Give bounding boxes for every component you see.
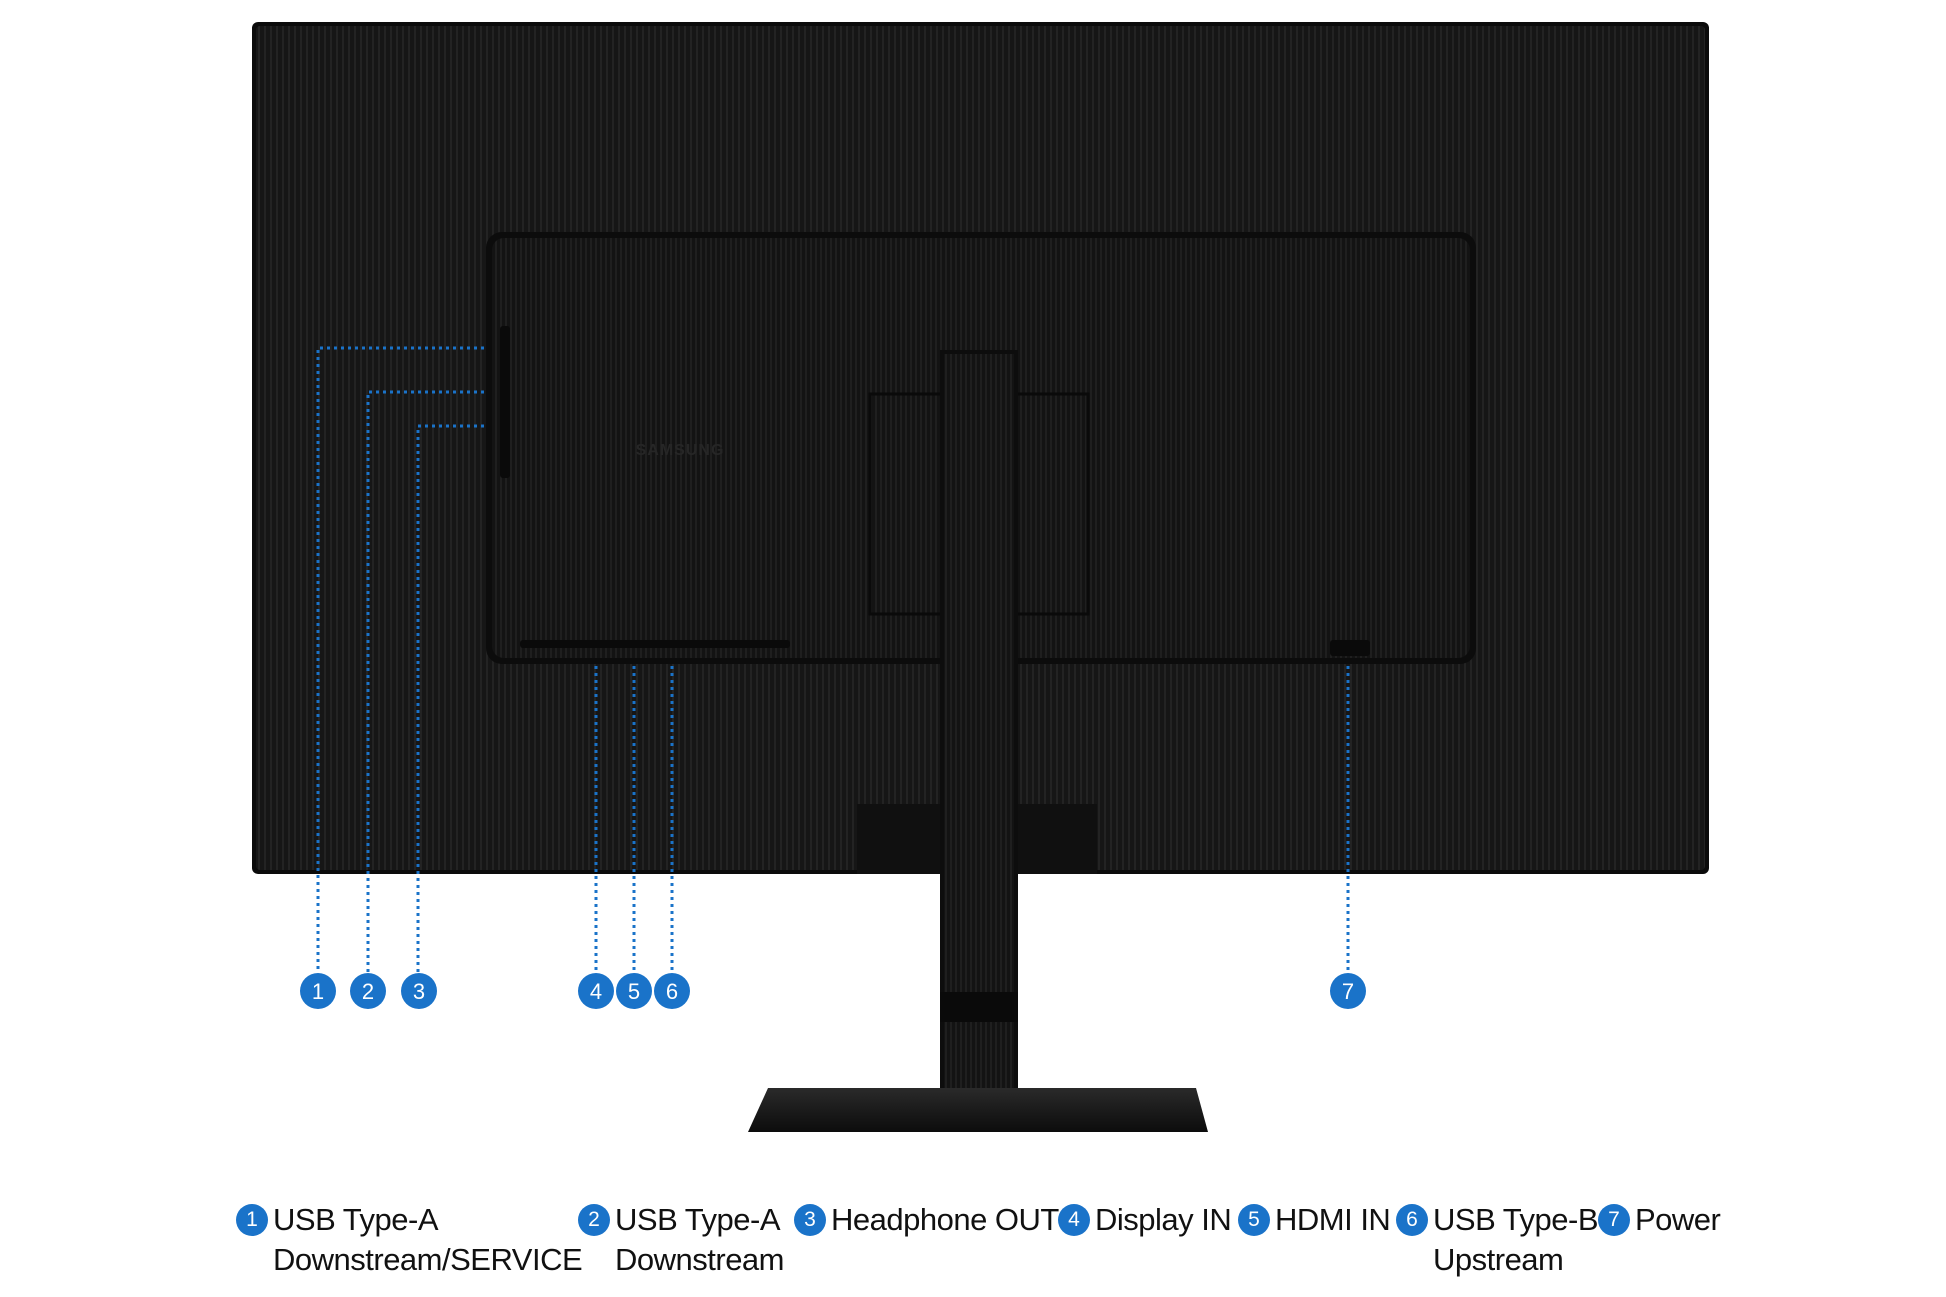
- legend-badge-3: 3: [794, 1204, 826, 1236]
- callout-badges: 1 2 3 4 5 6 7: [300, 973, 1366, 1009]
- stand-column: [940, 350, 1018, 1118]
- brand-logo: SAMSUNG: [636, 442, 725, 459]
- legend-item-6: 6 USB Type-B Upstream: [1396, 1200, 1599, 1280]
- callout-line-3: [416, 424, 484, 972]
- svg-text:1: 1: [312, 979, 324, 1004]
- callout-badge-4: 4: [578, 973, 614, 1009]
- legend-item-7: 7 Power: [1598, 1200, 1721, 1240]
- svg-text:5: 5: [628, 979, 640, 1004]
- legend-badge-4: 4: [1058, 1204, 1090, 1236]
- legend-label-7: Power: [1635, 1202, 1721, 1237]
- svg-text:7: 7: [1342, 979, 1354, 1004]
- legend-item-4: 4 Display IN: [1058, 1200, 1232, 1240]
- legend-badge-5: 5: [1238, 1204, 1270, 1236]
- callout-line-1: [316, 346, 484, 972]
- legend-label-2: USB Type-A Downstream: [615, 1202, 785, 1277]
- legend-item-2: 2 USB Type-A Downstream: [578, 1200, 785, 1280]
- stand-base: [748, 1088, 1208, 1132]
- callout-badge-1: 1: [300, 973, 336, 1009]
- legend-item-3: 3 Headphone OUT: [794, 1200, 1059, 1240]
- callout-badge-3: 3: [401, 973, 437, 1009]
- callout-badge-7: 7: [1330, 973, 1366, 1009]
- callout-badge-2: 2: [350, 973, 386, 1009]
- legend-badge-6: 6: [1396, 1204, 1428, 1236]
- svg-text:6: 6: [666, 979, 678, 1004]
- svg-text:3: 3: [413, 979, 425, 1004]
- legend-badge-7: 7: [1598, 1204, 1630, 1236]
- legend-item-1: 1 USB Type-A Downstream/SERVICE: [236, 1200, 583, 1280]
- legend-label-3: Headphone OUT: [831, 1202, 1059, 1237]
- legend-label-5: HDMI IN: [1275, 1202, 1391, 1237]
- svg-text:2: 2: [362, 979, 374, 1004]
- legend-item-5: 5 HDMI IN: [1238, 1200, 1391, 1240]
- port-legend: 1 USB Type-A Downstream/SERVICE 2 USB Ty…: [0, 1200, 1946, 1297]
- callout-lines: [316, 346, 1350, 972]
- callout-badge-5: 5: [616, 973, 652, 1009]
- legend-badge-1: 1: [236, 1204, 268, 1236]
- legend-label-4: Display IN: [1095, 1202, 1232, 1237]
- legend-label-6: USB Type-B Upstream: [1433, 1202, 1599, 1277]
- legend-badge-2: 2: [578, 1204, 610, 1236]
- callout-badge-6: 6: [654, 973, 690, 1009]
- legend-label-1: USB Type-A Downstream/SERVICE: [273, 1202, 583, 1277]
- svg-text:4: 4: [590, 979, 602, 1004]
